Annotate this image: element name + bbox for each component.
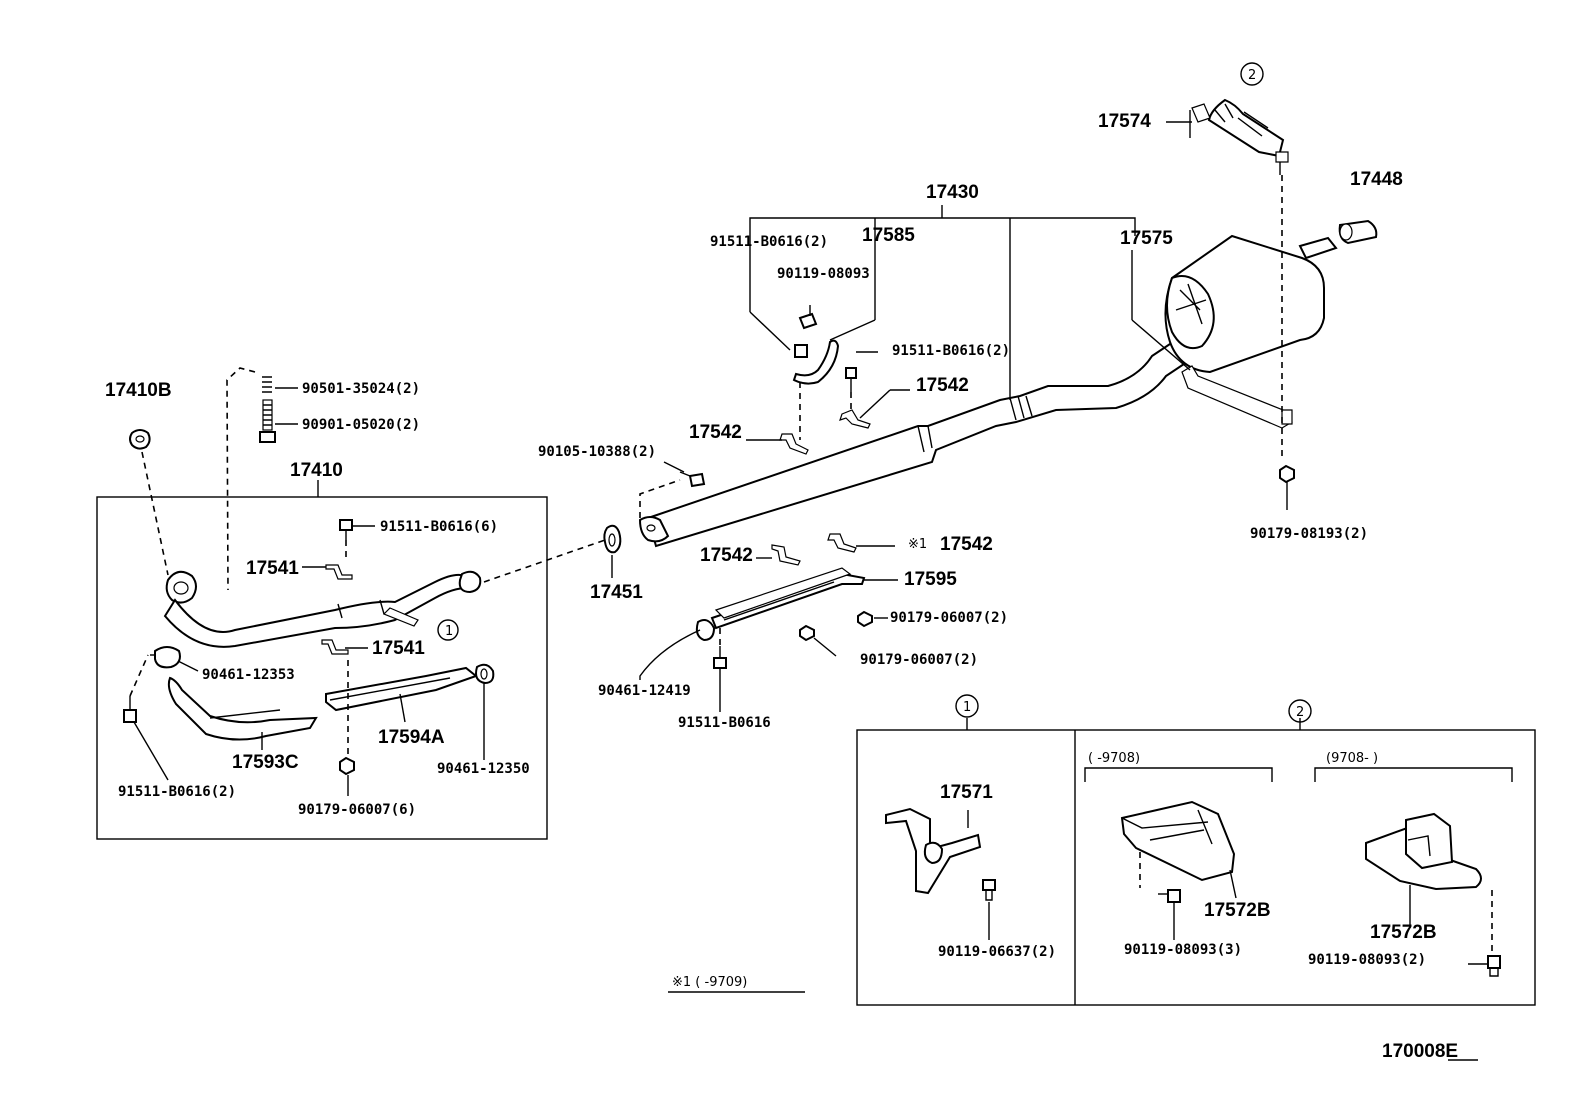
exhaust-tip-17448[interactable]	[1338, 219, 1378, 245]
callout-2-text-top: 2	[1248, 68, 1256, 83]
label-91511-b0616: 91511-B0616	[678, 715, 771, 731]
label-90901-05020: 90901-05020(2)	[302, 417, 420, 433]
label-90461-12350: 90461-12350	[437, 761, 530, 777]
label-90179-06007-2-lower: 90179-06007(2)	[860, 652, 978, 668]
label-17542-lower-left: 17542	[700, 545, 753, 566]
bolt-90119-08093-2[interactable]	[1487, 955, 1501, 977]
label-90179-08193: 90179-08193(2)	[1250, 526, 1368, 542]
heat-shield-17595[interactable]	[710, 567, 866, 630]
label-17430: 17430	[926, 182, 979, 203]
gasket-17451[interactable]	[603, 524, 622, 554]
nut-90179-06007-2-upper[interactable]	[857, 610, 873, 628]
label-17571: 17571	[940, 782, 993, 803]
label-90119-08093: 90119-08093	[777, 266, 870, 282]
bolt-91511-b0616-2-left[interactable]	[123, 696, 137, 723]
gasket-17410b[interactable]	[129, 429, 151, 450]
sensor-17585[interactable]	[792, 339, 840, 385]
label-17451: 17451	[590, 582, 643, 603]
nut-90179-08193-2[interactable]	[1279, 464, 1295, 484]
label-range-early: ( -9708)	[1088, 751, 1140, 766]
callout-1-text-detail: 1	[963, 700, 971, 715]
callout-2-marker-top	[1240, 62, 1264, 86]
label-17542-upper-right: 17542	[916, 375, 969, 396]
bracket-17542-lower-left[interactable]	[771, 544, 801, 566]
clamp-90461-12353[interactable]	[150, 646, 181, 669]
label-91511-b0616-2-top: 91511-B0616(2)	[710, 234, 828, 250]
bolt-90105-10388-2[interactable]	[679, 471, 706, 488]
label-17595: 17595	[904, 569, 957, 590]
label-90461-12419: 90461-12419	[598, 683, 691, 699]
label-17572b-early: 17572B	[1204, 900, 1271, 921]
bolt-90119-08093[interactable]	[798, 305, 818, 330]
callout-2-text-detail: 2	[1296, 705, 1304, 720]
callout-1-marker-detail	[955, 694, 979, 718]
label-17541-lower: 17541	[372, 638, 425, 659]
callout-2-marker-detail	[1288, 699, 1312, 723]
nut-90179-06007-6[interactable]	[339, 756, 355, 776]
label-17542-lower-right: 17542	[940, 534, 993, 555]
spring-bolt-set[interactable]	[259, 376, 276, 443]
label-90501-35024: 90501-35024(2)	[302, 381, 420, 397]
label-17410: 17410	[290, 460, 343, 481]
mount-17572b-early[interactable]	[1120, 800, 1236, 882]
bracket-17541-upper[interactable]	[325, 564, 353, 580]
muffler[interactable]	[1164, 234, 1338, 374]
bracket-17571[interactable]	[885, 807, 982, 895]
hanger-bracket-17574[interactable]	[1191, 98, 1289, 163]
label-17572b-late: 17572B	[1370, 922, 1437, 943]
label-17585: 17585	[862, 225, 915, 246]
mount-17572b-late[interactable]	[1365, 812, 1482, 891]
bracket-17542-upper-right[interactable]	[839, 409, 871, 429]
detail-box	[856, 729, 1536, 1006]
label-17575: 17575	[1120, 228, 1173, 249]
figure-code: 170008E	[1382, 1041, 1458, 1062]
callout-1-text-front: 1	[445, 624, 453, 639]
bolt-91511-b0616-2-mid[interactable]	[845, 367, 857, 392]
bracket-17542-upper-left[interactable]	[779, 433, 809, 455]
bracket-17541-lower[interactable]	[321, 639, 349, 655]
footnote: ※1 ( -9709)	[672, 975, 747, 990]
bolt-91511-b0616-6[interactable]	[339, 519, 353, 540]
label-17574: 17574	[1098, 111, 1151, 132]
label-17541-upper: 17541	[246, 558, 299, 579]
bolt-91511-b0616[interactable]	[713, 646, 727, 669]
label-91511-b0616-6: 91511-B0616(6)	[380, 519, 498, 535]
label-90105-10388: 90105-10388(2)	[538, 444, 656, 460]
front-exhaust-pipe[interactable]	[163, 570, 482, 648]
label-17593c: 17593C	[232, 752, 299, 773]
note-mark: ※1	[908, 537, 927, 552]
label-17448: 17448	[1350, 169, 1403, 190]
bolt-90119-08093-3[interactable]	[1158, 889, 1181, 903]
label-range-late: (9708- )	[1326, 751, 1378, 766]
label-17594a: 17594A	[378, 727, 445, 748]
label-91511-b0616-2-left: 91511-B0616(2)	[118, 784, 236, 800]
heat-shield-17593c[interactable]	[167, 676, 318, 741]
label-90119-06637: 90119-06637(2)	[938, 944, 1056, 960]
clamp-90461-12350[interactable]	[475, 663, 495, 685]
label-90119-08093-3: 90119-08093(3)	[1124, 942, 1242, 958]
label-91511-b0616-2-mid: 91511-B0616(2)	[892, 343, 1010, 359]
heat-shield-17594a[interactable]	[325, 666, 479, 712]
label-17542-upper-left: 17542	[689, 422, 742, 443]
label-90461-12353: 90461-12353	[202, 667, 295, 683]
label-90179-06007-6: 90179-06007(6)	[298, 802, 416, 818]
front-pipe-assembly-box	[96, 496, 548, 840]
label-17410b: 17410B	[105, 380, 172, 401]
hanger-17575[interactable]	[1181, 365, 1293, 429]
label-90179-06007-2-upper: 90179-06007(2)	[890, 610, 1008, 626]
bracket-17542-lower-right[interactable]	[827, 533, 857, 553]
label-90119-08093-2: 90119-08093(2)	[1308, 952, 1426, 968]
bolt-90119-06637-2[interactable]	[982, 879, 996, 901]
clamp-90461-12419[interactable]	[695, 619, 716, 642]
callout-1-marker-front	[437, 619, 459, 641]
nut-90179-06007-2-lower[interactable]	[799, 624, 815, 642]
